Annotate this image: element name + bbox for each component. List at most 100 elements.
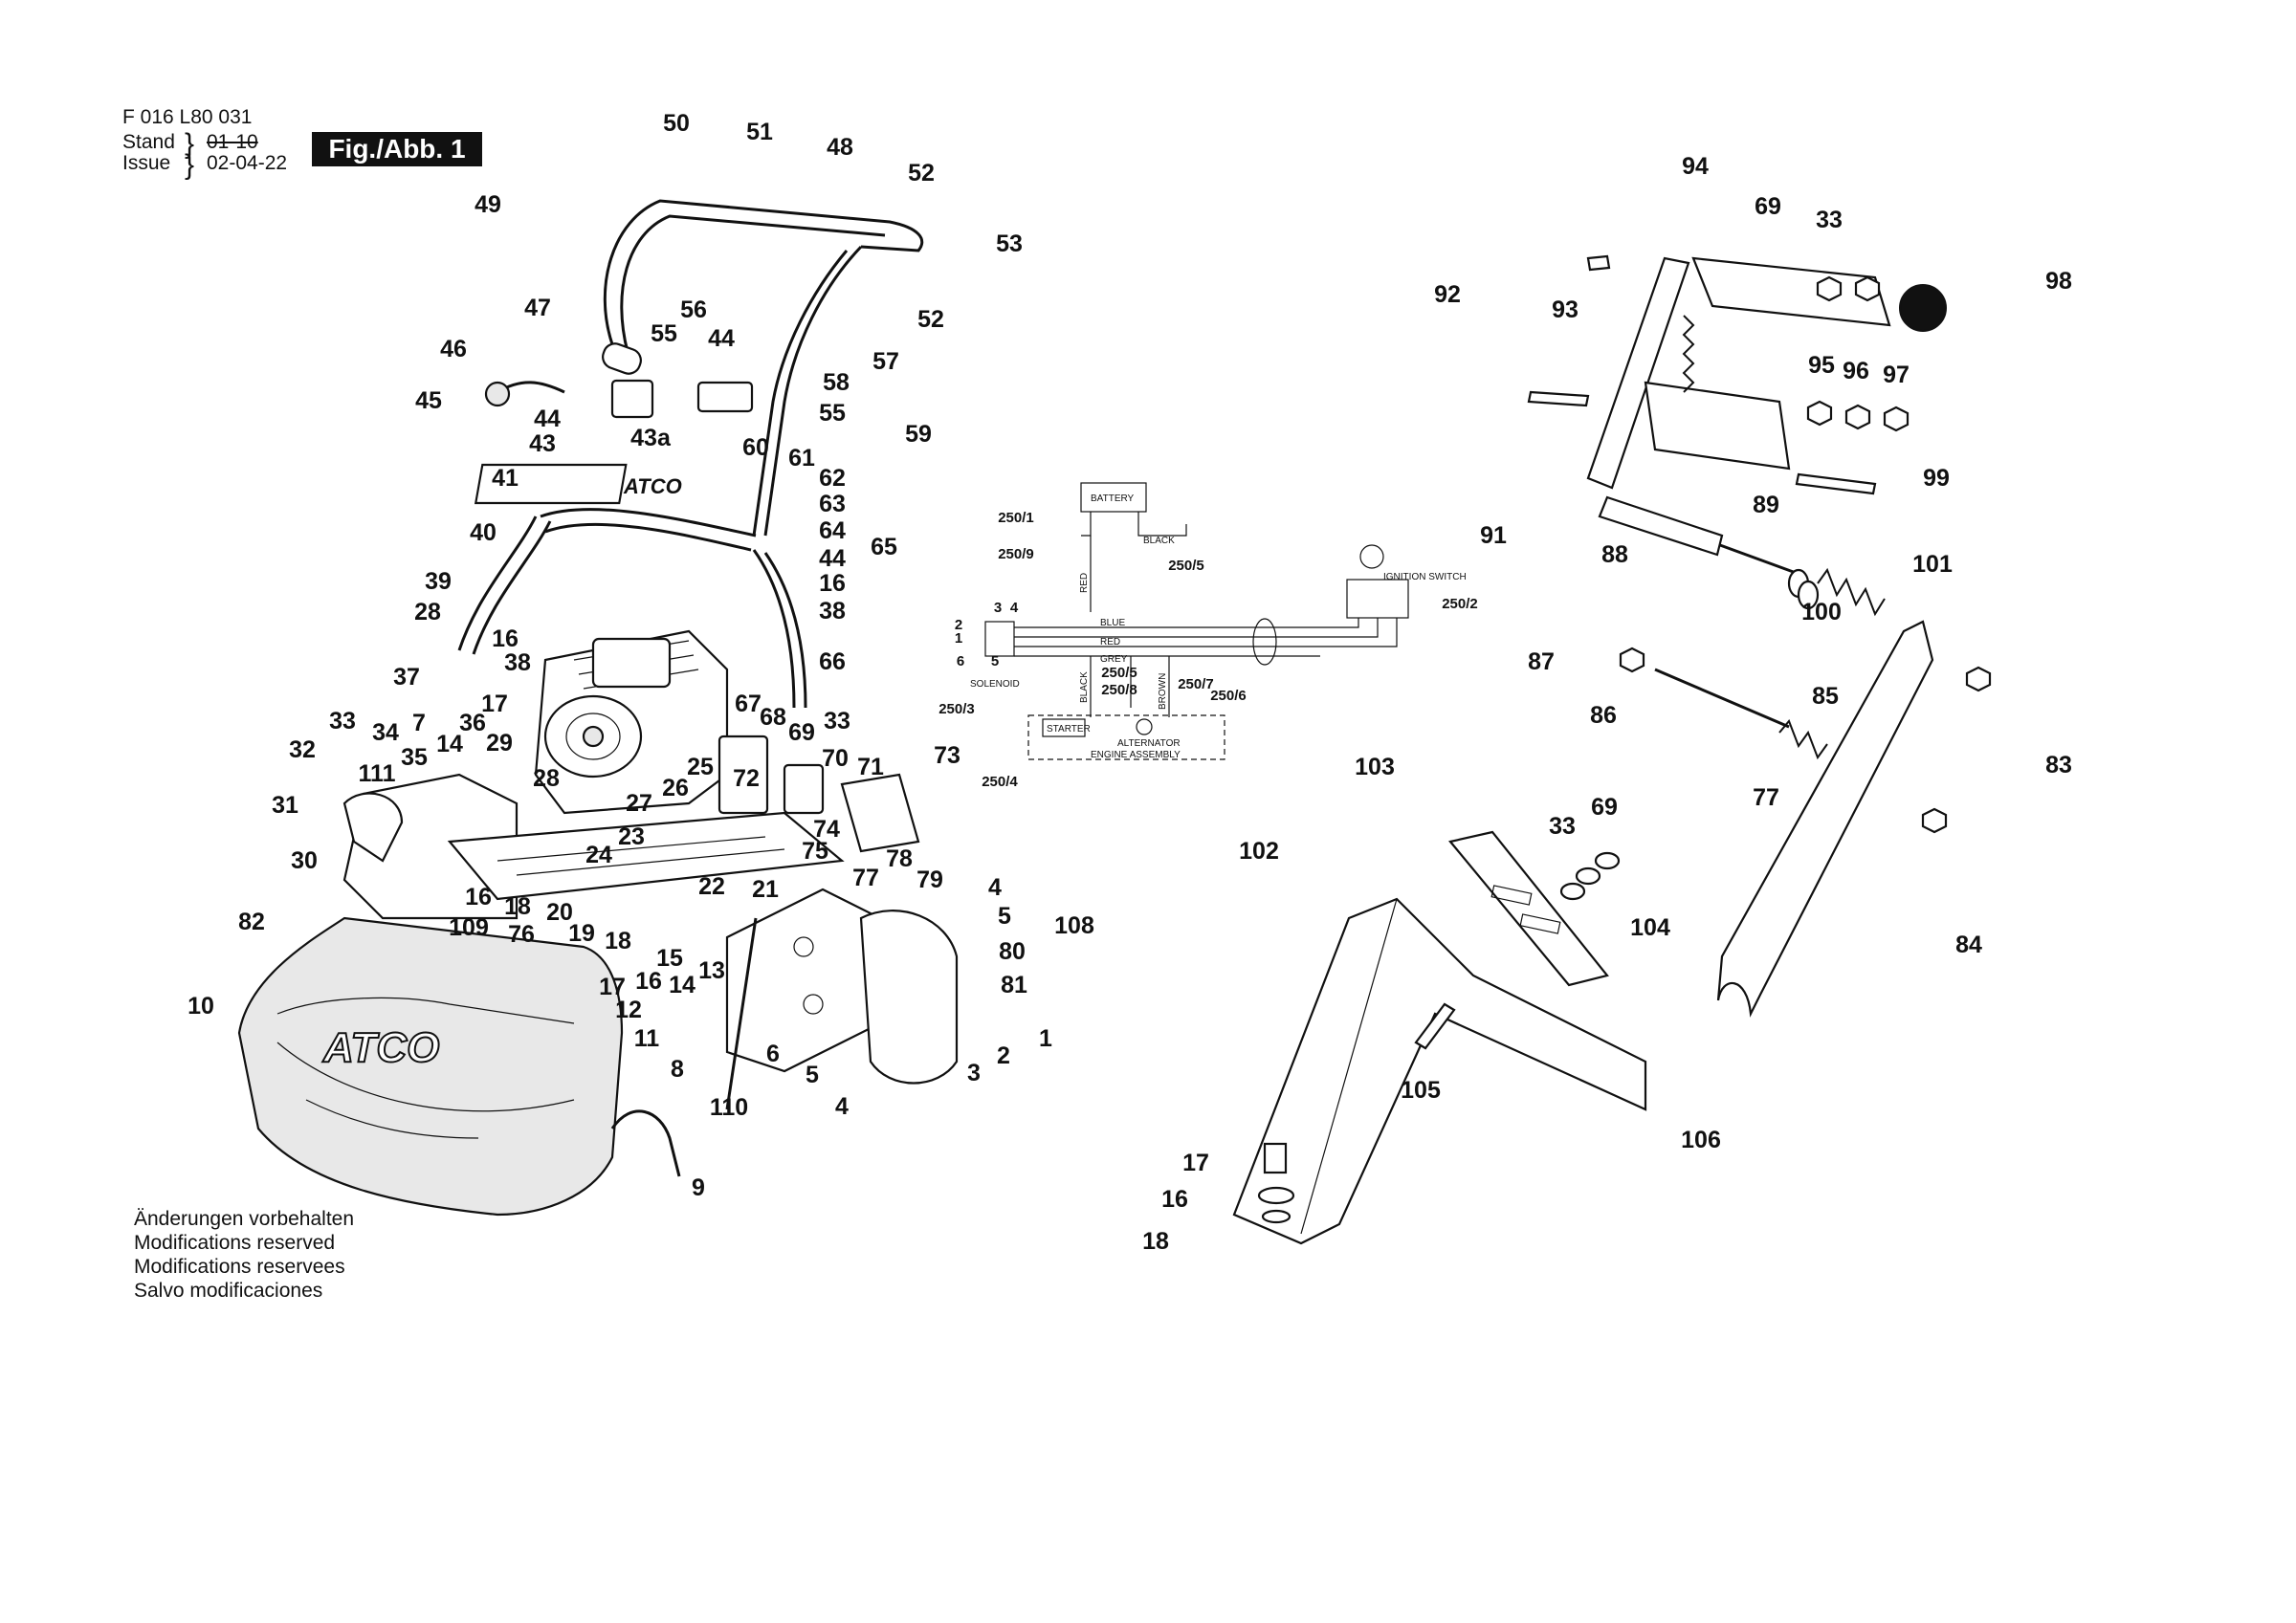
- callout-3-96: 3: [967, 1060, 981, 1086]
- callout-38-34: 38: [504, 649, 531, 676]
- callout-8-94: 8: [671, 1056, 684, 1083]
- wiring-black-label: BLACK: [1143, 536, 1175, 546]
- callout-16-84: 16: [635, 968, 662, 995]
- callout-16-129: 16: [1161, 1186, 1188, 1213]
- callout-25-53: 25: [687, 754, 714, 780]
- callout-75-62: 75: [802, 838, 828, 865]
- wiring-callout-11: 3: [994, 600, 1002, 616]
- wiring-ignition-switch-label: IGNITION SWITCH: [1383, 572, 1467, 582]
- callout-18-80: 18: [605, 928, 631, 954]
- callout-4-72: 4: [988, 874, 1002, 901]
- callout-79-67: 79: [916, 866, 943, 893]
- wiring-engine-assembly-label: ENGINE ASSEMBLY: [1091, 750, 1181, 760]
- callout-94-100: 94: [1682, 153, 1709, 180]
- modification-notes: Änderungen vorbehalten Modifications res…: [134, 1207, 354, 1303]
- callout-26-57: 26: [662, 775, 689, 801]
- wiring-black-label-2: BLACK: [1079, 671, 1090, 703]
- callout-100-114: 100: [1801, 599, 1842, 625]
- callout-91-111: 91: [1480, 522, 1507, 549]
- callout-41-22: 41: [492, 465, 519, 492]
- wiring-callout-2: 250/5: [1168, 558, 1204, 574]
- engine: [534, 629, 729, 815]
- callout-37-36: 37: [393, 664, 420, 691]
- callout-51-1: 51: [746, 119, 773, 145]
- callout-16-70: 16: [465, 884, 492, 910]
- mounting-brackets: [1232, 830, 1647, 1245]
- callout-103-120: 103: [1355, 754, 1395, 780]
- wiring-callout-15: 6: [957, 653, 964, 669]
- callout-64-26: 64: [819, 517, 846, 544]
- callout-36-43: 36: [459, 710, 486, 736]
- stand-label: Stand: [122, 131, 175, 153]
- callout-28-31: 28: [414, 599, 441, 625]
- callout-38-32: 38: [819, 598, 846, 625]
- callout-97-108: 97: [1883, 362, 1910, 388]
- callout-72-55: 72: [733, 765, 760, 792]
- callout-29-46: 29: [486, 730, 513, 757]
- callout-52-6: 52: [917, 306, 944, 333]
- wiring-starter-label: STARTER: [1047, 724, 1091, 735]
- wiring-brown-label: BROWN: [1158, 673, 1168, 710]
- issue-label: Issue: [122, 152, 171, 174]
- callout-95-106: 95: [1808, 352, 1835, 379]
- wiring-diagram: BATTERY BLACK RED SOLENOID BLUE RED GREY…: [938, 482, 1478, 790]
- callout-55-9: 55: [651, 320, 677, 347]
- callout-30-65: 30: [291, 847, 318, 874]
- callout-69-101: 69: [1755, 193, 1781, 220]
- callout-96-107: 96: [1843, 358, 1869, 384]
- wiring-red-label-2: RED: [1100, 637, 1120, 647]
- callout-53-5: 53: [996, 230, 1023, 257]
- callout-17-37: 17: [481, 691, 508, 717]
- note-en: Modifications reserved: [134, 1232, 336, 1254]
- callout-98-103: 98: [2045, 268, 2072, 295]
- knob-icon: [1899, 284, 1947, 332]
- callout-70-50: 70: [822, 745, 849, 772]
- callout-39-29: 39: [425, 568, 452, 595]
- callout-82-75: 82: [238, 909, 265, 935]
- callout-50-0: 50: [663, 110, 690, 137]
- callout-14-85: 14: [669, 972, 695, 998]
- callout-109-77: 109: [449, 914, 489, 941]
- callout-16-30: 16: [819, 570, 846, 597]
- note-es: Salvo modificaciones: [134, 1280, 323, 1302]
- callout-88-112: 88: [1601, 541, 1628, 568]
- callout-59-19: 59: [905, 421, 932, 448]
- part-number: F 016 L80 031: [122, 106, 253, 128]
- callout-68-39: 68: [760, 704, 786, 731]
- wiring-callout-6: 250/7: [1178, 676, 1214, 692]
- callout-33-122: 33: [1549, 813, 1576, 840]
- callout-69-45: 69: [788, 719, 815, 746]
- callout-83-118: 83: [2045, 752, 2072, 779]
- callout-22-68: 22: [698, 873, 725, 900]
- callout-33-40: 33: [329, 708, 356, 735]
- wiring-solenoid-label: SOLENOID: [970, 679, 1020, 690]
- callout-35-49: 35: [401, 744, 428, 771]
- callout-71-52: 71: [857, 754, 884, 780]
- figure-badge: Fig./Abb. 1: [312, 132, 482, 166]
- callout-74-60: 74: [813, 816, 840, 843]
- wiring-blue-label: BLUE: [1100, 618, 1125, 628]
- callout-18-130: 18: [1142, 1228, 1169, 1255]
- callout-66-35: 66: [819, 648, 846, 675]
- note-de: Änderungen vorbehalten: [134, 1208, 355, 1230]
- callout-45-14: 45: [415, 387, 442, 414]
- callout-18-71: 18: [504, 893, 531, 920]
- wiring-callout-0: 250/1: [998, 510, 1034, 526]
- mower-chassis: [342, 735, 959, 1110]
- callout-34-44: 34: [372, 719, 399, 746]
- wiring-callout-14: 5: [991, 653, 999, 669]
- callout-57-11: 57: [872, 348, 899, 375]
- callout-19-79: 19: [568, 920, 595, 947]
- callout-61-21: 61: [788, 445, 815, 472]
- callout-63-24: 63: [819, 491, 846, 517]
- callout-104-124: 104: [1630, 914, 1670, 941]
- grass-box-brand-label: ATCO: [322, 1024, 439, 1071]
- callout-56-8: 56: [680, 296, 707, 323]
- wiring-callout-3: 250/2: [1442, 596, 1478, 612]
- callout-89-110: 89: [1753, 492, 1779, 518]
- callout-15-82: 15: [656, 945, 683, 972]
- handle-assembly: ATCO: [457, 199, 924, 709]
